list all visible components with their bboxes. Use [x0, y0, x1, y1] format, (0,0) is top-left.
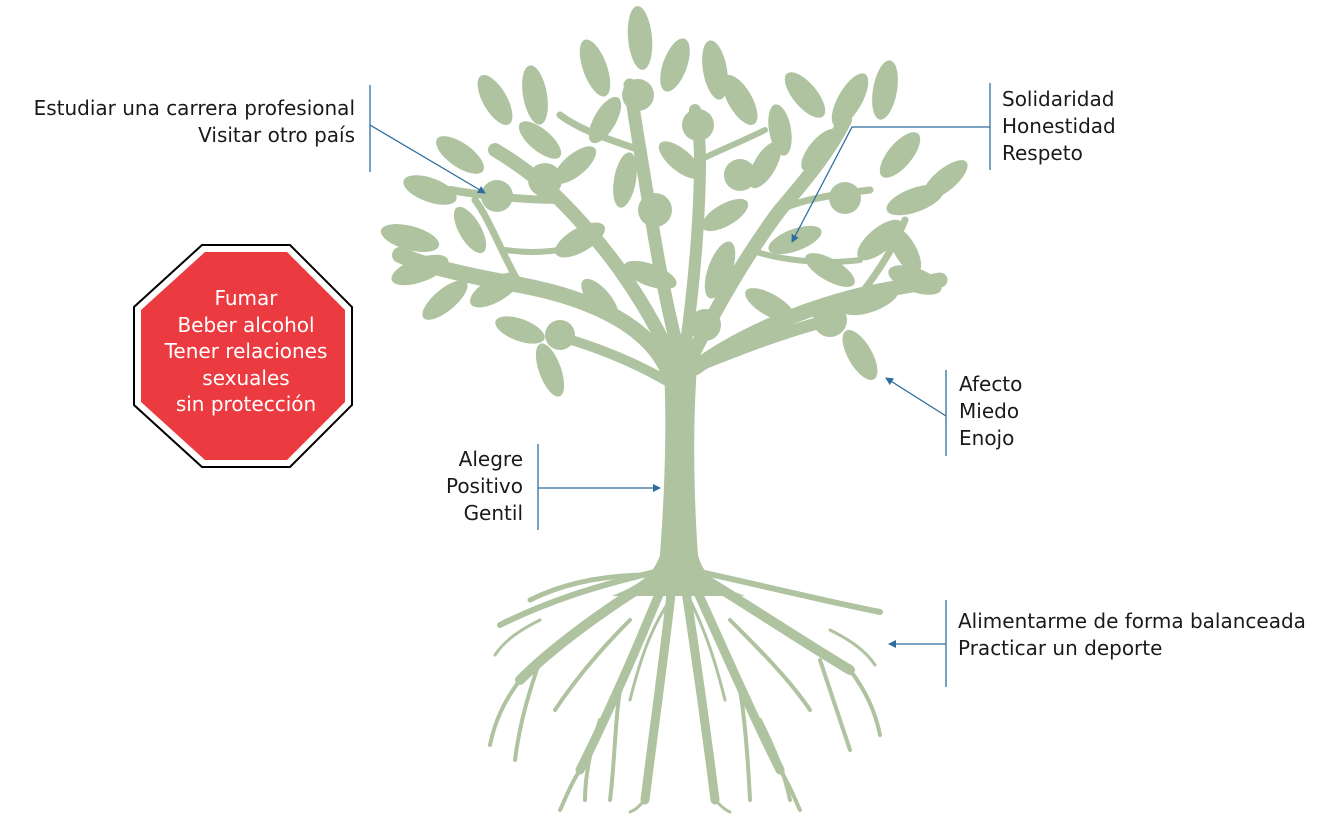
- stop-item-smoking: Fumar: [214, 286, 278, 310]
- stop-item-alcohol: Beber alcohol: [177, 312, 315, 337]
- label-trunk-line-3: Gentil: [463, 501, 523, 525]
- label-roots-line-1: Alimentarme de forma balanceada: [958, 609, 1306, 633]
- arrow-values: [791, 126, 990, 243]
- stop-item-relations: Tener relaciones: [164, 339, 328, 363]
- label-leaves-line-1: Afecto: [959, 372, 1023, 396]
- label-trunk: Alegre Positivo Gentil: [446, 446, 523, 527]
- label-leaves-line-3: Enojo: [959, 426, 1015, 450]
- connectors: [369, 83, 991, 687]
- stop-sign-fill: [141, 252, 345, 460]
- stop-sign-text: Fumar Beber alcohol Tener relaciones sex…: [136, 285, 356, 418]
- label-branches-line-2: Visitar otro país: [198, 123, 355, 147]
- arrow-leaves: [885, 377, 947, 417]
- label-roots: Alimentarme de forma balanceada Practica…: [958, 608, 1306, 662]
- arrow-branches: [369, 124, 486, 194]
- label-trunk-line-2: Positivo: [445, 474, 523, 498]
- stop-item-sexual: sexuales: [202, 365, 290, 390]
- tree-roots: [488, 569, 883, 814]
- label-values-line-1: Solidaridad: [1002, 87, 1115, 111]
- label-values: Solidaridad Honestidad Respeto: [1002, 86, 1116, 167]
- label-trunk-line-1: Alegre: [458, 447, 523, 471]
- label-branches: Estudiar una carrera profesional Visitar…: [34, 95, 355, 149]
- label-values-line-3: Respeto: [1002, 141, 1083, 165]
- label-values-line-2: Honestidad: [1002, 114, 1116, 138]
- label-leaves: Afecto Miedo Enojo: [959, 371, 1022, 452]
- tree-fruits: [481, 79, 861, 350]
- label-roots-line-2: Practicar un deporte: [958, 636, 1163, 660]
- tree-trunk: [612, 355, 745, 596]
- label-branches-line-1: Estudiar una carrera profesional: [33, 96, 355, 120]
- tree-leaves: [380, 6, 968, 397]
- tree: [380, 6, 968, 814]
- stop-item-protection: sin protección: [175, 392, 317, 416]
- label-leaves-line-2: Miedo: [959, 399, 1020, 423]
